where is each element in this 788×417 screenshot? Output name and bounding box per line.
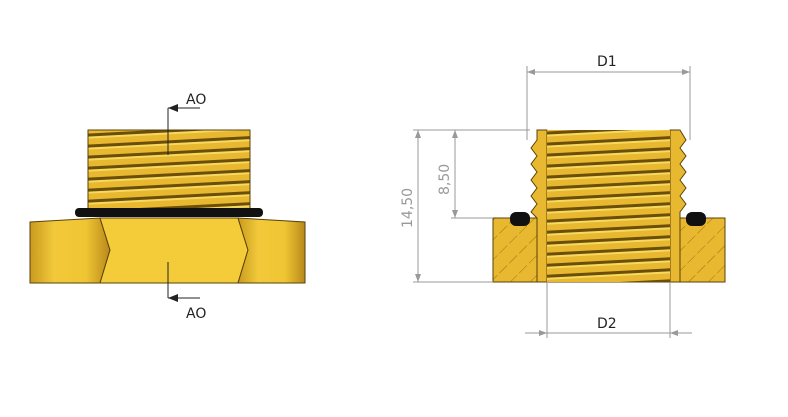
thread-wall-left: [530, 129, 548, 283]
thread-wall-right: [669, 129, 687, 283]
fitting-section-view: D1 D2 14,50 8,50: [400, 54, 726, 338]
hex-body: [29, 217, 306, 284]
fitting-exterior-view: AO AO: [29, 92, 306, 322]
thread-section: [87, 129, 251, 211]
dimension-d1: D1: [597, 54, 617, 70]
seal-right: [686, 212, 706, 226]
section-label-top: AO: [186, 92, 206, 108]
seal-ring: [75, 208, 263, 217]
seal-left: [510, 212, 530, 226]
dimension-thread-height: 8,50: [437, 164, 453, 195]
internal-thread: [547, 130, 670, 282]
dimension-d2: D2: [597, 316, 617, 332]
section-label-bottom: AO: [186, 306, 206, 322]
dimension-total-height: 14,50: [400, 188, 416, 228]
